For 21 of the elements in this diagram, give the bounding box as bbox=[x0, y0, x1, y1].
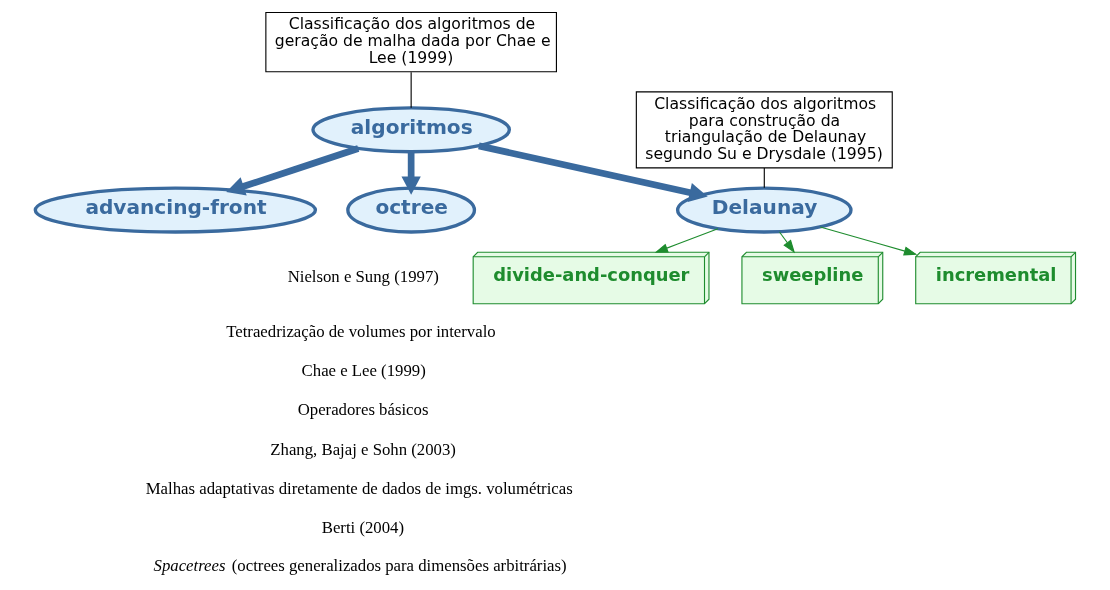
label: Chae e Lee (1999) bbox=[301, 361, 426, 381]
label: Malhas adaptativas diretamente de dados de imgs. volumétricas bbox=[145, 478, 573, 498]
connector bbox=[763, 167, 765, 189]
connector bbox=[410, 71, 412, 109]
node-box: Classificação dos algoritmos de geração de malha dada por Chae e Lee (1999) bbox=[264, 11, 557, 73]
label: Berti (2004) bbox=[321, 517, 404, 537]
arrow bbox=[225, 145, 359, 196]
arrow bbox=[778, 231, 795, 254]
node-ellipse: Delaunay bbox=[675, 186, 853, 234]
node-ellipse: algoritmos bbox=[310, 106, 511, 154]
node-ellipse: octree bbox=[345, 186, 476, 234]
arrow bbox=[477, 142, 708, 202]
label: Zhang, Bajaj e Sohn (2003) bbox=[269, 439, 456, 459]
node-box: Classificação dos algoritmos para construção da triangulação de Delaunay segundo Su e Drysdale (1995) bbox=[635, 91, 893, 169]
label: Tetraedrização de volumes por intervalo bbox=[225, 322, 496, 342]
label: Nielson e Sung (1997) bbox=[287, 266, 439, 286]
label: Operadores básicos bbox=[297, 400, 428, 420]
arrow bbox=[400, 152, 421, 195]
label: Spacetrees (octrees generalizados para dimensões arbitrárias) bbox=[153, 555, 567, 575]
arrow bbox=[654, 228, 718, 253]
node-ellipse: advancing-front bbox=[33, 186, 317, 234]
